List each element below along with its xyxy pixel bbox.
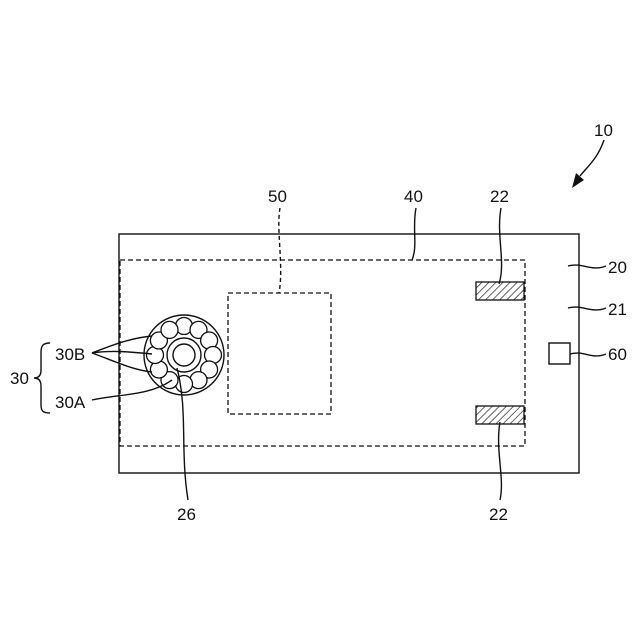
label-30B: 30B	[55, 345, 85, 364]
label-40: 40	[404, 187, 423, 206]
label-22-top: 22	[490, 187, 509, 206]
shaft-26	[173, 344, 195, 366]
pad-22-bottom	[476, 406, 524, 424]
area-40	[120, 260, 525, 446]
bearing-30	[144, 315, 224, 395]
label-60: 60	[608, 345, 627, 364]
part-60	[549, 343, 570, 364]
leader-30B-c	[92, 353, 152, 372]
leader-50	[279, 208, 281, 293]
leader-22-bottom	[499, 422, 502, 500]
leader-60	[570, 353, 606, 356]
label-26: 26	[177, 505, 196, 524]
bearing-ball	[161, 321, 178, 338]
arrowhead-10	[572, 173, 584, 188]
leader-20	[568, 265, 606, 268]
label-20: 20	[608, 258, 627, 277]
label-10: 10	[594, 121, 613, 140]
region-50	[228, 293, 331, 414]
label-21: 21	[608, 300, 627, 319]
inner-ring-30A	[167, 338, 201, 372]
leader-30A	[92, 380, 172, 400]
leader-21	[568, 307, 606, 310]
label-30A: 30A	[55, 393, 86, 412]
label-30: 30	[10, 369, 29, 388]
bearing-balls-30B	[147, 318, 222, 393]
leader-30B-b	[92, 351, 152, 354]
leader-30B-a	[92, 336, 152, 353]
leader-10	[580, 140, 604, 176]
leader-22-top	[499, 208, 502, 284]
label-22-bottom: 22	[489, 505, 508, 524]
pad-22-top	[476, 282, 524, 300]
label-50: 50	[268, 187, 287, 206]
board-20	[119, 234, 579, 473]
brace-30	[34, 343, 50, 413]
